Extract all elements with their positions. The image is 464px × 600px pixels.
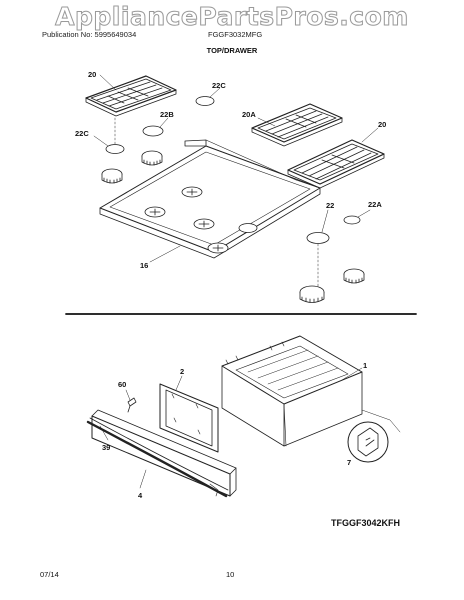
callout-22a: 22A — [368, 200, 382, 209]
grate-right — [287, 139, 385, 189]
callout-39: 39 — [102, 443, 110, 452]
callout-7: 7 — [347, 458, 351, 467]
callout-22: 22 — [326, 201, 334, 210]
drawer-glide — [347, 421, 389, 463]
section-title: TOP/DRAWER — [206, 46, 258, 55]
cooktop — [99, 139, 321, 259]
callout-4: 4 — [138, 491, 143, 500]
callout-60: 60 — [118, 380, 126, 389]
callout-22b: 22B — [160, 110, 174, 119]
callout-2: 2 — [180, 367, 184, 376]
grate-center — [251, 103, 343, 147]
callout-16: 16 — [140, 261, 148, 270]
callout-20-right: 20 — [378, 120, 386, 129]
burner-heads-left — [101, 150, 163, 184]
footer-date: 07/14 — [40, 570, 59, 579]
watermark: AppliancePartsPros.com — [55, 2, 409, 32]
drawer-body — [221, 335, 363, 447]
drawer-panel — [159, 383, 219, 453]
page-number: 10 — [226, 570, 235, 579]
callout-22c-right: 22C — [212, 81, 226, 90]
grate-left — [85, 75, 177, 117]
callout-22c-left: 22C — [75, 129, 89, 138]
callout-20-left: 20 — [88, 70, 96, 79]
model-number: FGGF3032MFG — [208, 30, 263, 39]
callout-20a: 20A — [242, 110, 256, 119]
callout-1: 1 — [363, 361, 367, 370]
diagram-code: TFGGF3042KFH — [331, 518, 401, 528]
screw — [127, 397, 137, 413]
publication-number: Publication No: 5995649034 — [42, 30, 137, 39]
drawer-front — [86, 409, 237, 498]
callout-labels: 20 22C 22B 22C 20A 20 16 22 22A 1 2 60 3… — [75, 70, 386, 500]
burner-heads-right — [299, 243, 365, 303]
